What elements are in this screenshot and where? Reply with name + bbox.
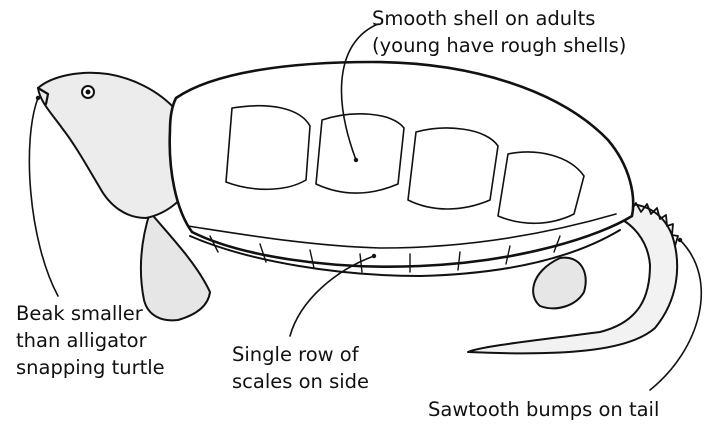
shell-callout-label: Smooth shell on adults (young have rough…	[372, 5, 626, 59]
tail-label-line-1: Sawtooth bumps on tail	[428, 396, 659, 423]
turtle-back-leg	[533, 258, 586, 309]
scales-label-line-1: Single row of	[232, 341, 369, 368]
beak-callout-label: Beak smaller than alligator snapping tur…	[16, 300, 165, 381]
beak-label-line-3: snapping turtle	[16, 354, 165, 381]
shell-label-line-2: (young have rough shells)	[372, 32, 626, 59]
tail-callout-label: Sawtooth bumps on tail	[428, 396, 659, 423]
scales-callout-label: Single row of scales on side	[232, 341, 369, 395]
turtle-shell	[170, 62, 633, 267]
shell-label-line-1: Smooth shell on adults	[372, 5, 626, 32]
scales-label-line-2: scales on side	[232, 368, 369, 395]
beak-callout-line	[29, 98, 58, 296]
beak-label-line-1: Beak smaller	[16, 300, 165, 327]
beak-label-line-2: than alligator	[16, 327, 165, 354]
